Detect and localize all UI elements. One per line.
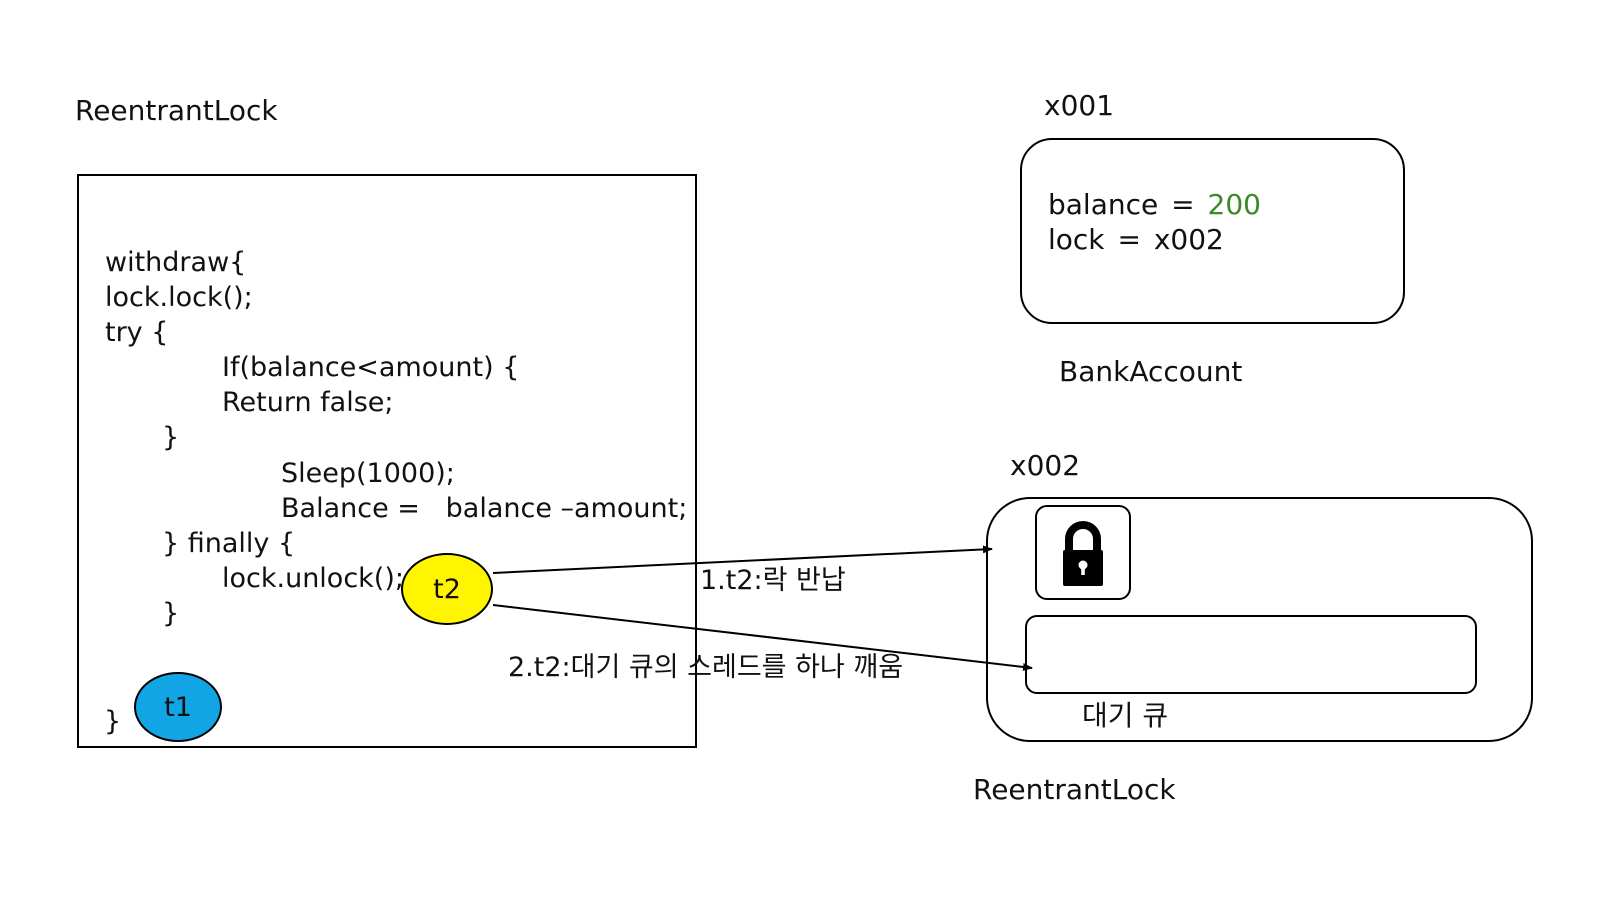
bank-account-address: x001	[1044, 89, 1115, 122]
balance-equals: =	[1171, 188, 1195, 221]
code-line-try: try {	[105, 317, 169, 348]
balance-label: balance	[1048, 188, 1159, 221]
arrow-wake-thread-label: 2.t2:대기 큐의 스레드를 하나 깨움	[508, 652, 904, 683]
reentrant-lock-caption: ReentrantLock	[973, 773, 1176, 806]
left-title: ReentrantLock	[75, 94, 278, 127]
withdraw-code-box	[77, 174, 697, 748]
wait-queue-box	[1025, 615, 1477, 694]
bank-account-caption: BankAccount	[1059, 355, 1243, 388]
code-line-sleep: Sleep(1000);	[281, 458, 455, 489]
bank-account-box	[1020, 138, 1405, 324]
balance-value: 200	[1207, 188, 1261, 221]
reentrant-lock-address: x002	[1010, 449, 1081, 482]
arrow-return-lock	[492, 545, 993, 574]
code-line-if-close: }	[162, 422, 180, 453]
lock-equals: =	[1117, 223, 1141, 256]
arrow-wake-thread	[492, 604, 1033, 671]
reentrant-lock-box	[986, 497, 1533, 742]
lock-value: x002	[1153, 223, 1224, 256]
code-line-return: Return false;	[222, 387, 394, 418]
code-line-method-close: }	[104, 706, 122, 737]
code-line-balance: Balance = balance –amount;	[281, 493, 688, 524]
thread-t2-label: t2	[433, 573, 461, 605]
arrow-return-lock-label: 1.t2:락 반납	[700, 565, 846, 596]
wait-queue-label: 대기 큐	[1082, 699, 1169, 732]
thread-t1-label: t1	[164, 691, 192, 723]
balance-field: balance = 200	[1048, 191, 1261, 219]
code-line-unlock: lock.unlock();	[222, 563, 404, 594]
thread-t2: t2	[401, 553, 493, 625]
code-line-withdraw: withdraw{	[105, 247, 247, 278]
thread-t1: t1	[134, 672, 222, 742]
code-line-finally-close: }	[162, 598, 180, 629]
padlock-icon	[1063, 521, 1103, 586]
lock-icon-frame	[1035, 505, 1131, 600]
code-line-lock: lock.lock();	[105, 282, 253, 313]
lock-label: lock	[1048, 223, 1105, 256]
code-line-if: If(balance<amount) {	[222, 352, 520, 383]
lock-field: lock = x002	[1048, 226, 1224, 254]
code-line-finally: } finally {	[162, 528, 296, 559]
